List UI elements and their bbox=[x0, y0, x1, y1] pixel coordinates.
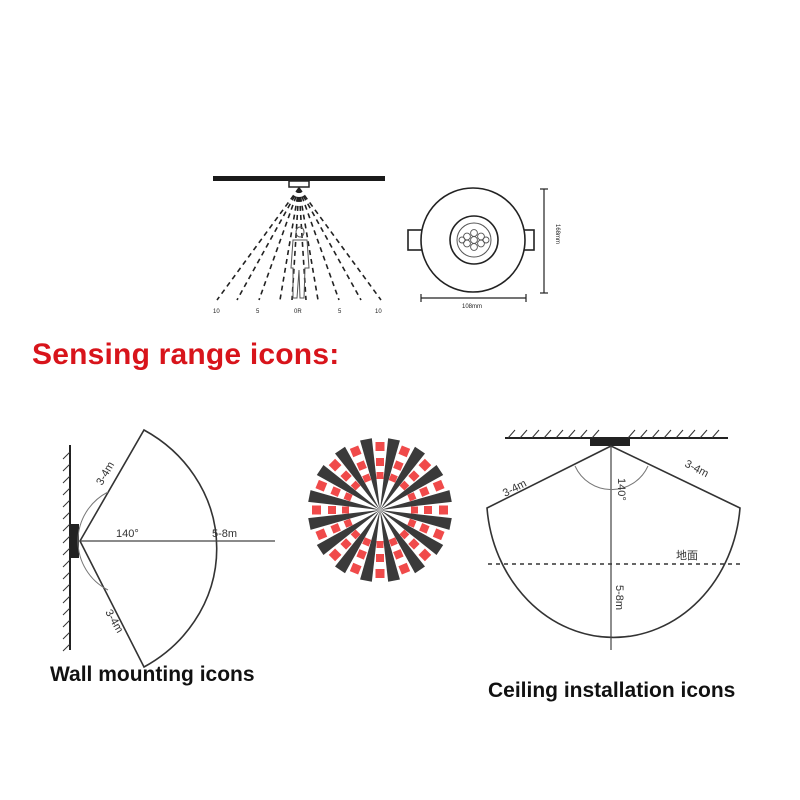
dark-wedge bbox=[360, 510, 380, 582]
dark-wedge bbox=[380, 490, 452, 510]
dark-wedge bbox=[380, 465, 444, 510]
distance-labels: 10 5 0R 5 10 bbox=[213, 309, 382, 315]
red-mark bbox=[375, 442, 385, 451]
top-technical-diagram: 10 5 0R 5 10 108mm 168mm bbox=[213, 176, 560, 315]
red-mark bbox=[315, 479, 328, 492]
red-mark bbox=[399, 480, 410, 491]
wall-forward-range-label: 5-8m bbox=[212, 528, 237, 540]
red-mark bbox=[398, 562, 411, 575]
distance-label: 0R bbox=[294, 309, 302, 315]
red-mark bbox=[343, 492, 353, 502]
ceiling-bar bbox=[213, 176, 385, 181]
red-mark bbox=[356, 549, 367, 560]
section-heading: Sensing range icons: bbox=[32, 338, 340, 371]
red-mark bbox=[312, 505, 321, 515]
dark-wedge bbox=[308, 490, 380, 510]
ceiling-left-range-label: 3-4m bbox=[501, 478, 529, 500]
red-mark bbox=[375, 569, 385, 578]
red-mark bbox=[376, 554, 384, 562]
distance-label: 10 bbox=[213, 309, 220, 315]
red-mark bbox=[411, 506, 418, 514]
dark-wedge bbox=[380, 510, 452, 530]
red-mark bbox=[439, 505, 448, 515]
red-mark bbox=[356, 460, 367, 471]
ceiling-installation-caption: Ceiling installation icons bbox=[488, 679, 736, 702]
wall-lower-range-label: 3-4m bbox=[102, 608, 125, 636]
width-dimension bbox=[420, 294, 527, 302]
red-mark bbox=[393, 460, 404, 471]
dark-wedge bbox=[316, 465, 380, 510]
red-mark bbox=[349, 562, 362, 575]
distance-label: 5 bbox=[338, 309, 342, 315]
wall-mounting-caption: Wall mounting icons bbox=[50, 663, 255, 686]
ceiling-depth-range-label: 5-8m bbox=[613, 585, 625, 610]
red-mark bbox=[328, 506, 336, 514]
dark-wedge bbox=[380, 510, 400, 582]
width-label: 108mm bbox=[462, 304, 482, 310]
red-mark bbox=[388, 537, 398, 547]
red-mark bbox=[432, 479, 445, 492]
red-mark bbox=[350, 480, 361, 491]
ceiling-coverage-area bbox=[486, 445, 741, 639]
red-mark bbox=[418, 548, 432, 562]
red-mark bbox=[424, 506, 432, 514]
red-mark bbox=[393, 549, 404, 560]
sensor-lens-cells bbox=[458, 229, 490, 251]
height-label: 168mm bbox=[554, 224, 560, 244]
red-mark bbox=[432, 528, 445, 541]
wall-mounting-diagram: 3-4m 140° 5-8m 3-4m bbox=[62, 428, 275, 669]
red-mark bbox=[330, 486, 341, 497]
person-figure bbox=[290, 226, 310, 299]
red-mark bbox=[328, 458, 342, 472]
height-dimension bbox=[540, 188, 548, 294]
ceiling-hatching bbox=[507, 429, 720, 439]
red-mark bbox=[362, 473, 372, 483]
wall-angle-label: 140° bbox=[116, 528, 139, 540]
red-mark bbox=[419, 486, 430, 497]
dark-wedge bbox=[380, 510, 425, 574]
detection-zone-starburst bbox=[308, 438, 452, 582]
ceiling-right-range-label: 3-4m bbox=[683, 458, 711, 480]
sensor-body bbox=[288, 180, 310, 188]
ground-label: 地面 bbox=[676, 549, 698, 562]
wall-coverage-area bbox=[79, 428, 218, 669]
sensor-front-view bbox=[407, 187, 535, 293]
red-mark bbox=[342, 506, 349, 514]
red-mark bbox=[376, 541, 384, 548]
red-mark bbox=[315, 528, 328, 541]
red-mark bbox=[407, 492, 417, 502]
red-mark bbox=[376, 458, 384, 466]
red-mark bbox=[330, 523, 341, 534]
red-mark bbox=[398, 445, 411, 458]
distance-label: 5 bbox=[256, 309, 260, 315]
red-mark bbox=[407, 518, 417, 528]
dark-wedge bbox=[316, 510, 380, 555]
ceiling-angle-arc bbox=[574, 465, 649, 491]
red-mark bbox=[419, 523, 430, 534]
red-mark bbox=[376, 472, 384, 479]
dark-wedge bbox=[335, 446, 380, 510]
red-mark bbox=[388, 473, 398, 483]
dark-wedge bbox=[335, 510, 380, 574]
wall-hatching bbox=[62, 451, 71, 652]
dark-wedge bbox=[308, 510, 380, 530]
wall-sensor bbox=[70, 524, 79, 558]
red-mark bbox=[349, 445, 362, 458]
dark-wedge bbox=[360, 438, 380, 510]
red-mark bbox=[328, 548, 342, 562]
ceiling-angle-label: 140° bbox=[615, 478, 627, 501]
wall-angle-arc bbox=[77, 491, 109, 591]
distance-label: 10 bbox=[375, 309, 382, 315]
red-mark bbox=[343, 518, 353, 528]
red-mark bbox=[418, 458, 432, 472]
ceiling-installation-diagram: 3-4m 3-4m 140° 地面 5-8m bbox=[486, 429, 741, 650]
dark-wedge bbox=[380, 510, 444, 555]
dark-wedges bbox=[308, 438, 452, 582]
dark-wedge bbox=[380, 446, 425, 510]
ceiling-sensor bbox=[590, 438, 630, 446]
red-mark bbox=[362, 537, 372, 547]
dark-wedge bbox=[380, 438, 400, 510]
